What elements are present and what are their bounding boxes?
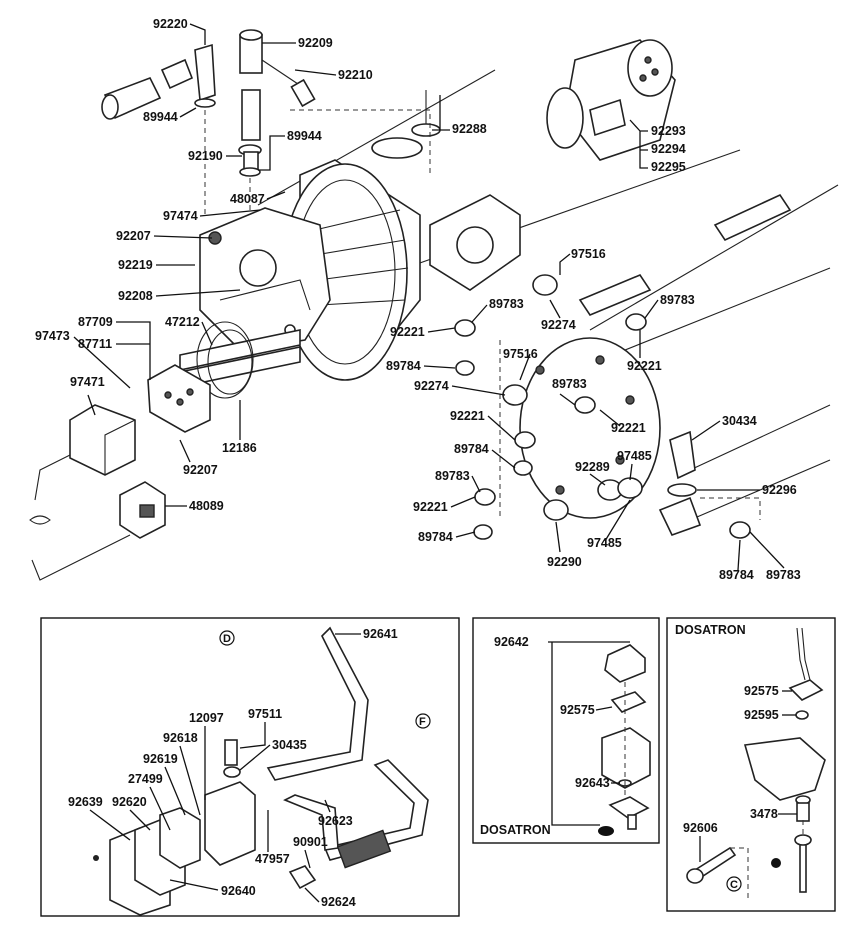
part-label: 89784 — [719, 568, 754, 582]
part-label: 87711 — [78, 337, 112, 351]
part-label: 92209 — [298, 36, 333, 50]
part-label: 92642 — [494, 635, 529, 649]
part-label: 92641 — [363, 627, 398, 641]
control-knob — [119, 481, 166, 539]
exploded-view — [29, 29, 839, 581]
part-label: 97471 — [70, 375, 105, 389]
part-label: 92640 — [221, 884, 256, 898]
part-label: 92619 — [143, 752, 178, 766]
part-label: 97473 — [35, 329, 70, 343]
part-label: 30435 — [272, 738, 307, 752]
part-label: 47212 — [165, 315, 200, 329]
plug-fittings — [454, 274, 751, 540]
part-label: 89944 — [287, 129, 322, 143]
part-label: 92208 — [118, 289, 153, 303]
part-label: 89784 — [418, 530, 453, 544]
part-label: 92220 — [153, 17, 188, 31]
part-label: 97485 — [587, 536, 622, 550]
anode — [371, 90, 441, 159]
part-label: 92575 — [744, 684, 779, 698]
part-label: 30434 — [722, 414, 757, 428]
leader-lines — [73, 23, 785, 571]
part-label: 3478 — [750, 807, 778, 821]
part-label: 92623 — [318, 814, 353, 828]
part-label: 92575 — [560, 703, 595, 717]
part-label: 87709 — [78, 315, 113, 329]
part-label: 97516 — [503, 347, 538, 361]
part-label: 97511 — [248, 707, 282, 721]
panel-dosatron-1: DOSATRON — [472, 617, 660, 844]
part-label: 12097 — [189, 711, 224, 725]
part-label: 92274 — [541, 318, 576, 332]
panel-title: DOSATRON — [675, 623, 746, 637]
part-label: 92293 — [651, 124, 686, 138]
relief-valve — [658, 430, 702, 536]
part-label: 97474 — [163, 209, 198, 223]
part-label: 92290 — [547, 555, 582, 569]
part-label: 92221 — [450, 409, 485, 423]
circle-c-label: C — [730, 879, 738, 891]
part-label: 92221 — [413, 500, 448, 514]
element-rods — [179, 321, 301, 399]
part-label: 92643 — [575, 776, 610, 790]
part-label: 90901 — [293, 835, 328, 849]
part-label: 92207 — [116, 229, 151, 243]
part-label: 89783 — [766, 568, 801, 582]
main-labels: 92220 92209 92210 89944 92288 89944 9219… — [35, 17, 801, 582]
part-label: 92221 — [390, 325, 425, 339]
part-label: 97485 — [617, 449, 652, 463]
part-label: 92294 — [651, 142, 686, 156]
panel-dosatron-1-labels: 92642 92575 92643 — [494, 635, 610, 790]
heating-module — [546, 39, 676, 161]
part-label: 92210 — [338, 68, 373, 82]
thermostat — [29, 404, 136, 581]
part-label: 92207 — [183, 463, 218, 477]
panel-title: DOSATRON — [480, 823, 551, 837]
part-label: 92639 — [68, 795, 103, 809]
part-label: 92295 — [651, 160, 686, 174]
part-label: 48087 — [230, 192, 265, 206]
part-label: 89783 — [552, 377, 587, 391]
part-label: 92190 — [188, 149, 223, 163]
part-label: 92618 — [163, 731, 198, 745]
part-label: 47957 — [255, 852, 290, 866]
part-label: 97516 — [571, 247, 606, 261]
panel-d-labels: 92641 12097 97511 92618 30435 92619 2749… — [68, 627, 398, 909]
circle-d-label: D — [223, 633, 231, 645]
panel-d: D F — [40, 617, 460, 917]
part-label: 92219 — [118, 258, 153, 272]
part-label: 92624 — [321, 895, 356, 909]
part-label: 89784 — [386, 359, 421, 373]
part-label: 92221 — [627, 359, 662, 373]
circle-f-label: F — [419, 716, 426, 728]
top-fittings — [101, 29, 316, 215]
part-label: 92221 — [611, 421, 646, 435]
part-label: 92274 — [414, 379, 449, 393]
part-label: 92289 — [575, 460, 610, 474]
part-label: 48089 — [189, 499, 224, 513]
part-label: 27499 — [128, 772, 163, 786]
part-label: 12186 — [222, 441, 257, 455]
part-label: 89783 — [660, 293, 695, 307]
part-label: 89784 — [454, 442, 489, 456]
fitting-plate — [519, 337, 661, 519]
end-flange — [199, 207, 331, 351]
panel-dosatron-2-labels: 92575 92595 3478 92606 — [683, 684, 797, 862]
part-label: 92296 — [762, 483, 797, 497]
gaskets — [429, 193, 792, 316]
part-label: 92595 — [744, 708, 779, 722]
panel-dosatron-2: DOSATRON C — [666, 617, 836, 912]
part-label: 92288 — [452, 122, 487, 136]
terminal-block — [147, 364, 211, 433]
part-label: 89783 — [489, 297, 524, 311]
part-label: 89944 — [143, 110, 178, 124]
part-label: 92606 — [683, 821, 718, 835]
part-label: 89783 — [435, 469, 470, 483]
part-label: 92620 — [112, 795, 147, 809]
